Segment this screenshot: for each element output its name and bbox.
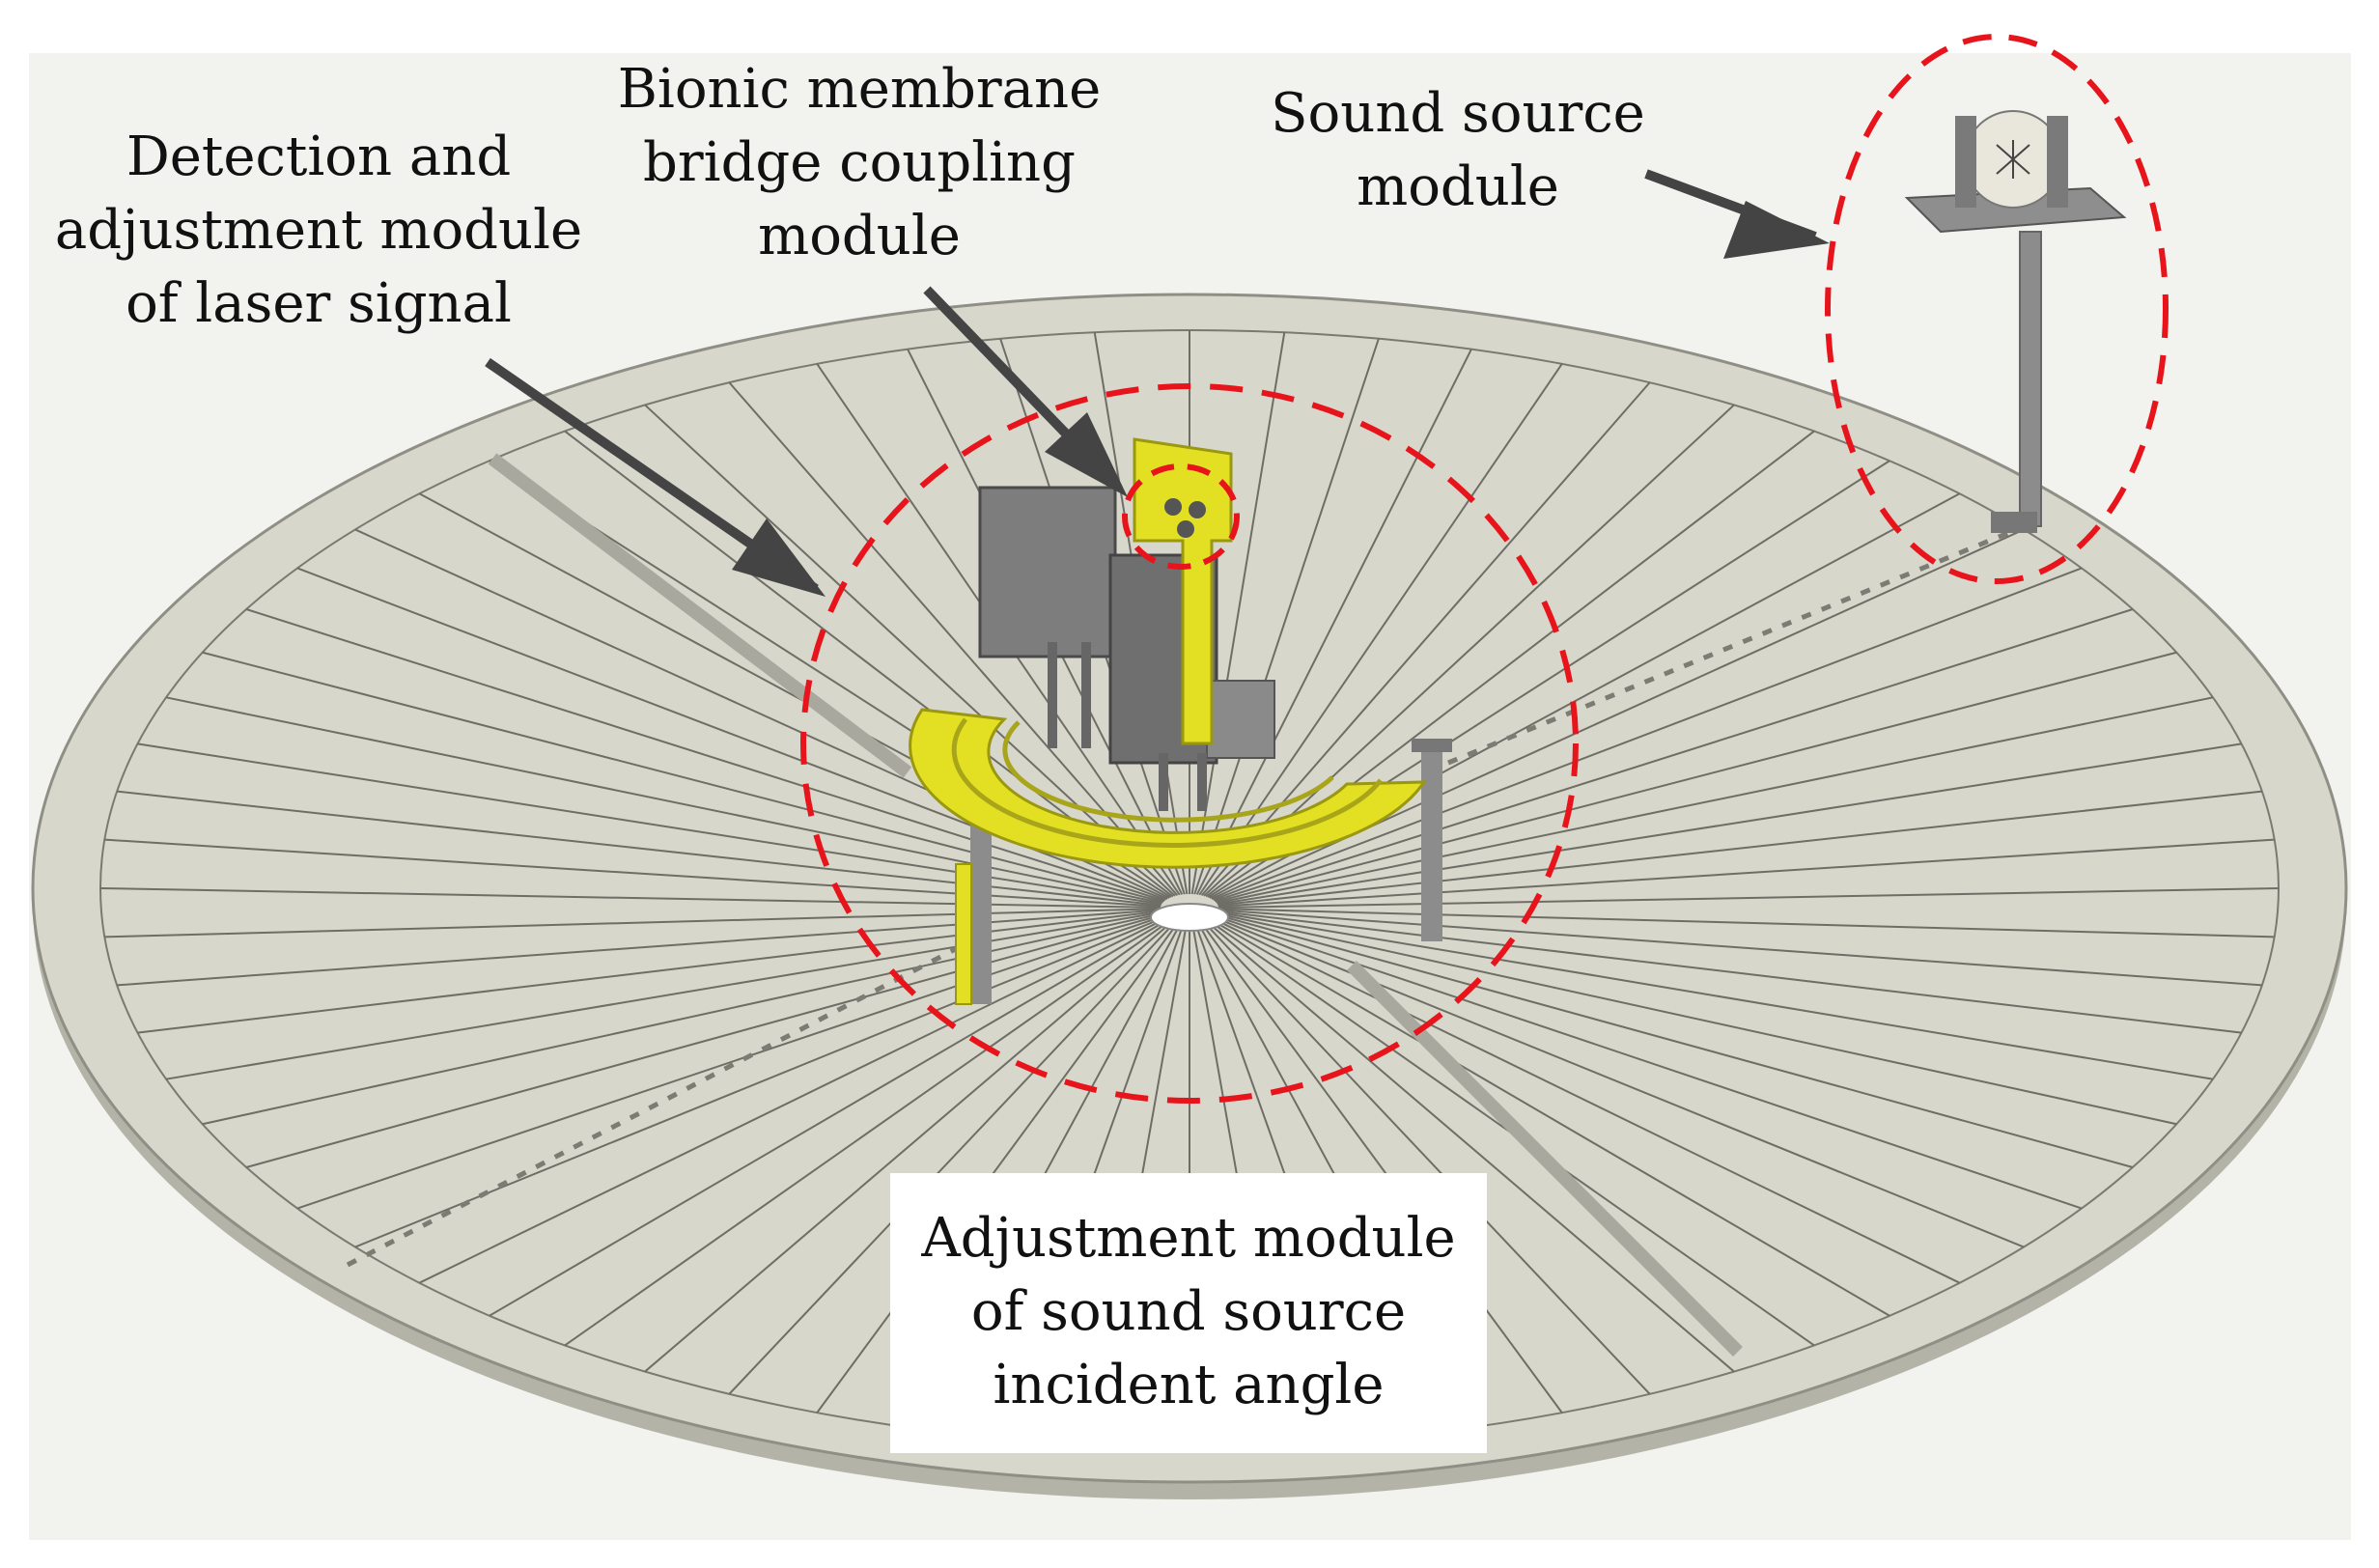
scale-line [1217, 838, 2275, 908]
laser-detector-box [978, 486, 1117, 658]
scale-line [354, 915, 1168, 1248]
scale-line [644, 404, 1176, 897]
rail-track-back [1447, 528, 2014, 766]
sound-source-stand [2019, 231, 2042, 527]
scale-line [816, 919, 1181, 1414]
scale-line [165, 696, 1163, 905]
scale-line [1203, 918, 1735, 1373]
bionic-membrane-board [1133, 437, 1233, 745]
scale-line [564, 917, 1174, 1347]
scale-line [1217, 742, 2242, 906]
scale-line [1215, 911, 2177, 1126]
scale-line [1214, 608, 2134, 902]
center-hub [1150, 903, 1229, 932]
scale-line [1213, 567, 2083, 901]
scale-line [1200, 919, 1651, 1395]
scale-line [1216, 696, 2214, 905]
scale-line [1198, 919, 1563, 1414]
label-detection-module: Detection and adjustment module of laser… [54, 126, 583, 335]
scale-line [1209, 916, 1961, 1284]
scale-line [1211, 915, 2025, 1248]
yellow-bracket [955, 863, 972, 1005]
support-post-left [970, 806, 992, 1004]
scale-line [165, 910, 1162, 1080]
scale-line [1217, 910, 2242, 1034]
scale-line [489, 916, 1172, 1317]
scale-line [1200, 381, 1651, 896]
scale-line [1195, 349, 1472, 895]
scale-line [1217, 908, 2275, 938]
scale-line [1217, 909, 2262, 987]
scale-line [1214, 913, 2134, 1168]
scale-line [1217, 887, 2280, 909]
scale-line [202, 651, 1164, 904]
scale-line [644, 918, 1176, 1373]
scale-line [1198, 363, 1563, 896]
scale-line [1217, 790, 2262, 907]
scale-line [245, 608, 1165, 902]
scale-line [1215, 651, 2177, 904]
scale-line [245, 913, 1165, 1168]
scale-line [1193, 338, 1380, 895]
label-bionic-module: Bionic membrane bridge coupling module [617, 58, 1102, 267]
highlight-circle-center [800, 383, 1579, 1104]
arrow-bionic-head [1045, 412, 1128, 497]
support-post-right [1421, 748, 1442, 941]
label-adjustment-module: Adjustment module of sound source incide… [890, 1173, 1487, 1453]
scale-line [202, 911, 1164, 1126]
scale-line [296, 914, 1166, 1210]
arrow-sound-head [1723, 201, 1830, 259]
scale-line [728, 919, 1179, 1395]
scale-line [728, 381, 1179, 896]
angle-scale-lines [99, 330, 2280, 1446]
scale-line [1207, 916, 1890, 1317]
scale-line [418, 916, 1170, 1284]
scale-line [1190, 332, 1286, 895]
highlight-circle-sound-source [1825, 34, 2169, 584]
arrow-detection-head [732, 518, 826, 597]
label-sound-source-module: Sound source module [1271, 82, 1645, 218]
highlight-circle-membrane [1122, 463, 1240, 570]
scale-line [1217, 910, 2214, 1080]
guide-slot-left [488, 453, 912, 778]
